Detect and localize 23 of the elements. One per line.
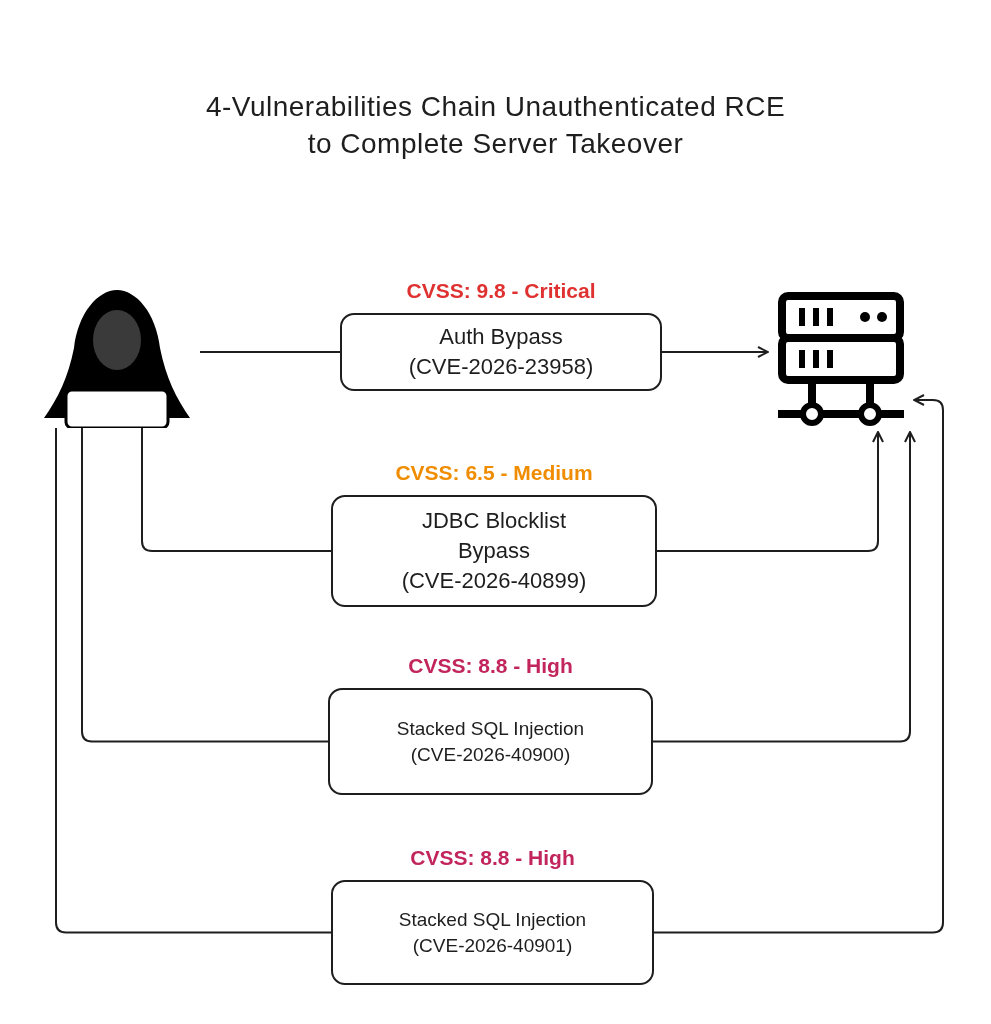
arrow [656, 431, 884, 552]
box-text: (CVE-2026-40901) [412, 933, 573, 958]
box-text: JDBC Blocklist Bypass [420, 507, 568, 566]
process-box [340, 313, 662, 391]
box-text: Auth Bypass [439, 323, 563, 352]
diagram-title: 4-Vulnerabilities Chain Unauthenticated RCE to Complete Server Takeover [204, 90, 787, 161]
box-text: (CVE-2026-23958) [408, 353, 594, 381]
box-text: Stacked SQL Injection [396, 716, 585, 741]
box-text: (CVE-2026-40899) [401, 566, 587, 595]
connector-line [199, 351, 341, 353]
process-box [331, 880, 654, 985]
process-box [331, 495, 657, 607]
arrow [652, 431, 916, 743]
box-text: (CVE-2026-40900) [410, 742, 571, 767]
severity-label: CVSS: 8.8 - High [407, 654, 574, 678]
box-text: Stacked SQL Injection [398, 907, 587, 932]
severity-label: CVSS: 9.8 - Critical [405, 279, 597, 303]
severity-label: CVSS: 6.5 - Medium [394, 461, 594, 485]
arrow [653, 394, 944, 934]
process-box [328, 688, 653, 795]
connector-line [55, 427, 332, 934]
severity-label: CVSS: 8.8 - High [409, 846, 576, 870]
arrow [661, 346, 769, 358]
